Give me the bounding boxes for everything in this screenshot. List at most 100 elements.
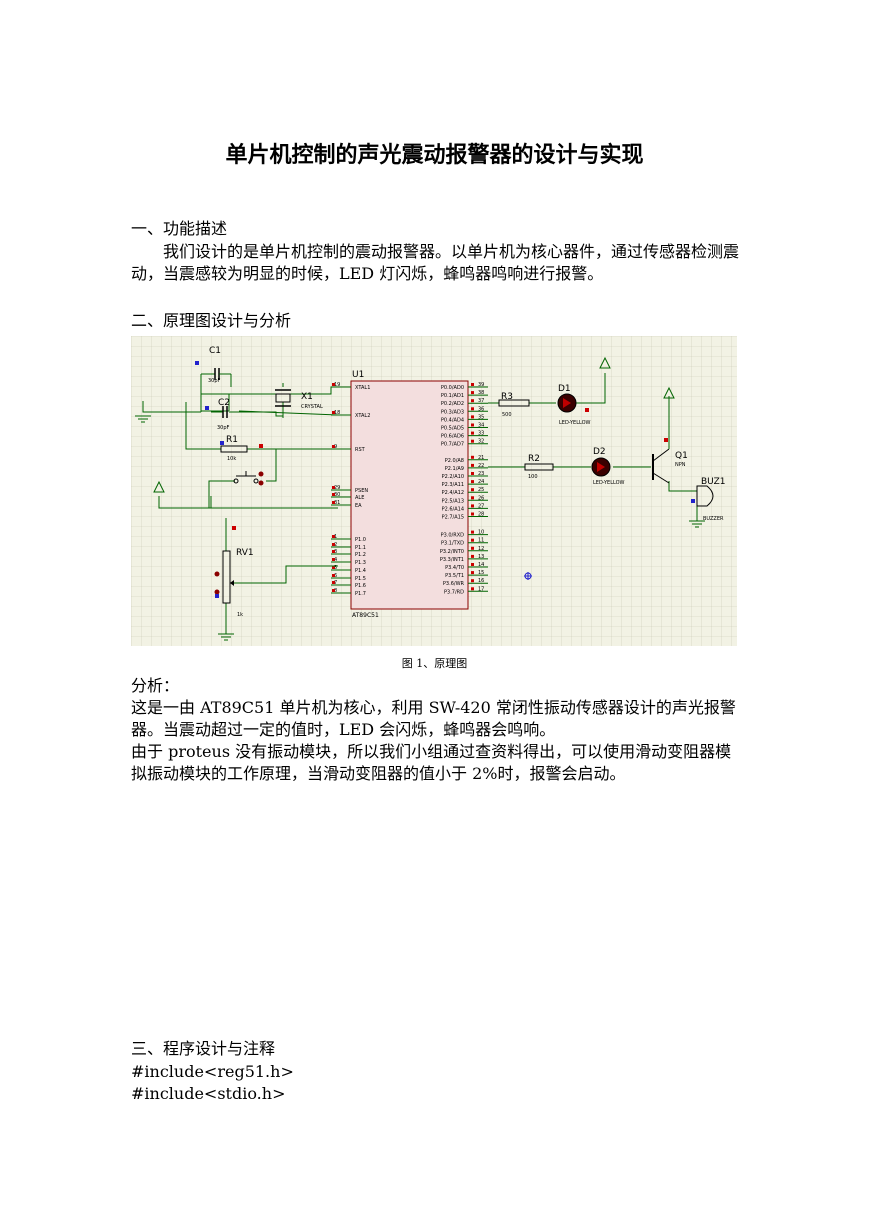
pin-number: 23: [478, 471, 484, 477]
pin-name: P0.1/AD1: [441, 393, 464, 399]
buzzer-buz1: BUZ1 BUZZER: [696, 477, 726, 522]
pin-name: P0.7/AD7: [441, 442, 464, 448]
ic-body: [350, 380, 469, 610]
function-description: 我们设计的是单片机控制的震动报警器。以单片机为核心器件，通过传感器检测震动，当震…: [131, 242, 740, 283]
pin-number: 37: [478, 398, 484, 404]
pin-number: 15: [478, 570, 484, 576]
analysis-label: 分析：: [131, 676, 180, 695]
pin-name: P0.6/AD6: [441, 434, 464, 440]
pin-number: 6: [334, 573, 337, 579]
resistor-r1: R1 10k: [220, 435, 263, 462]
pin-number: 26: [478, 495, 484, 501]
section-heading-program: 三、程序设计与注释: [131, 1039, 276, 1058]
r3-value: 500: [502, 412, 512, 418]
pin-name: P0.4/AD4: [441, 417, 464, 423]
pin-name: P3.4/T0: [445, 565, 464, 571]
pin-number: 38: [478, 390, 484, 396]
pin-name: P3.7/RD: [444, 589, 464, 595]
section-heading-function: 一、功能描述: [131, 219, 228, 238]
pin-name: P2.2/A10: [442, 474, 464, 480]
pin-number: 24: [478, 479, 484, 485]
resistor-r3: R3 500: [498, 392, 530, 418]
capacitor-c1: C1 30pF: [201, 346, 232, 387]
c1-ref: C1: [209, 346, 221, 356]
pin-name: P2.3/A11: [442, 482, 464, 488]
section-heading-schematic: 二、原理图设计与分析: [131, 311, 292, 330]
pin-name: P3.3/INT1: [440, 557, 464, 563]
pin-name: P3.2/INT0: [440, 549, 464, 555]
pin-number: 27: [478, 503, 484, 509]
pin-number: 39: [478, 382, 484, 388]
capacitor-c2: C2 30pF: [211, 398, 230, 431]
pin-name: RST: [355, 447, 366, 453]
pin-number: 3: [334, 549, 337, 555]
schematic-wires: [142, 373, 698, 634]
pin-number: 29: [334, 485, 340, 491]
pin-number: 19: [334, 382, 340, 388]
figure-caption: 图 1、原理图: [401, 657, 468, 670]
pin-number: 22: [478, 463, 484, 469]
pin-name: XTAL1: [355, 385, 370, 391]
potentiometer-rv1: RV1 1k: [214, 548, 254, 618]
pin-number: 12: [478, 546, 484, 552]
analysis-paragraph-2: 由于 proteus 没有振动模块，所以我们小组通过查资料得出，可以使用滑动变阻…: [131, 742, 732, 783]
d1-ref: D1: [558, 384, 571, 394]
pin-name: P3.6/WR: [443, 581, 465, 587]
pin-number: 25: [478, 487, 484, 493]
pin-number: 21: [478, 455, 484, 461]
pin-name: P2.5/A13: [442, 498, 464, 504]
x1-value: CRYSTAL: [301, 404, 323, 410]
pin-name: P2.6/A14: [442, 506, 464, 512]
pin-name: P2.0/A8: [445, 458, 464, 464]
code-line: #include<stdio.h>: [131, 1084, 286, 1103]
rv1-value: 1k: [237, 612, 243, 618]
ic-ref: U1: [352, 370, 364, 380]
pin-number: 17: [478, 586, 484, 592]
pin-name: P2.1/A9: [445, 466, 464, 472]
ic-right-pins: 39P0.0/AD038P0.1/AD137P0.2/AD236P0.3/AD3…: [440, 382, 488, 595]
rv1-ref: RV1: [236, 548, 254, 558]
pin-number: 7: [334, 580, 337, 586]
pin-number: 8: [334, 588, 337, 594]
pin-name: P1.7: [355, 591, 366, 597]
pin-number: 36: [478, 406, 484, 412]
pin-number: 2: [334, 542, 337, 548]
pin-name: XTAL2: [355, 413, 370, 419]
c2-value: 30pF: [217, 425, 230, 431]
r2-value: 100: [528, 474, 538, 480]
code-line: #include<reg51.h>: [131, 1062, 294, 1081]
pin-name: P3.0/RXD: [441, 533, 465, 539]
pin-name: PSEN: [355, 488, 368, 494]
pin-number: 30: [334, 492, 340, 498]
led-d1: D1 LED-YELLOW: [557, 384, 591, 426]
pin-number: 14: [478, 562, 484, 568]
pin-number: 5: [334, 565, 337, 571]
